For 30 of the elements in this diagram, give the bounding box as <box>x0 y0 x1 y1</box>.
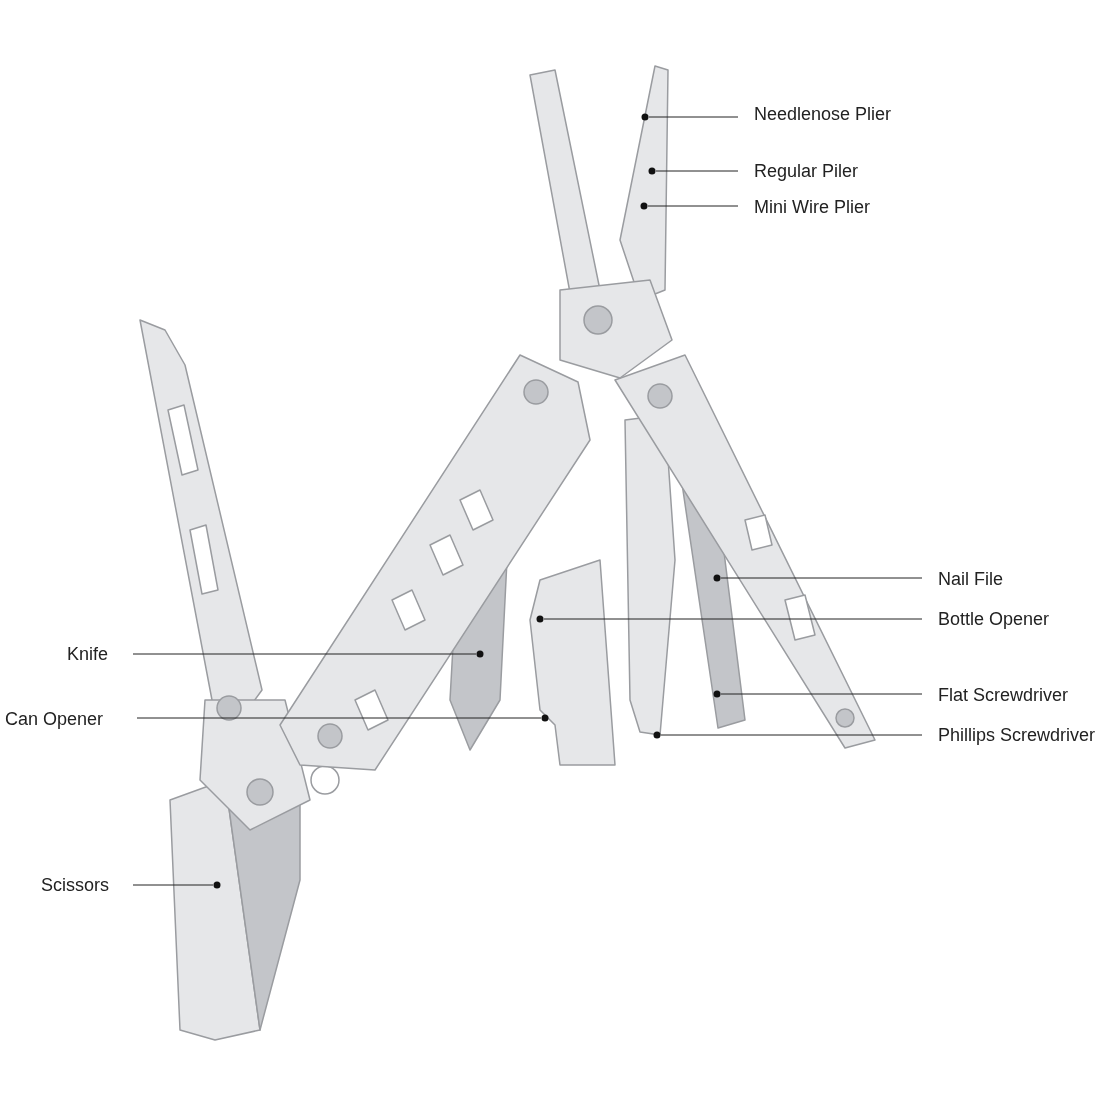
leader-line <box>543 618 923 620</box>
part-label: Flat Screwdriver <box>938 685 1069 707</box>
callout-dot <box>641 113 649 121</box>
callout-dot <box>653 731 661 739</box>
part-label: Bottle Opener <box>938 609 1050 631</box>
leader-line <box>655 170 739 172</box>
callout-dot <box>476 650 484 658</box>
leader-line <box>720 693 923 695</box>
leader-line <box>660 734 923 736</box>
part-label: Needlenose Plier <box>754 104 892 126</box>
leader-line <box>720 577 923 579</box>
part-label: Regular Piler <box>754 161 859 183</box>
part-label: Knife <box>67 644 109 666</box>
callout-dot <box>713 574 721 582</box>
part-label: Nail File <box>938 569 1003 591</box>
callout-dot <box>713 690 721 698</box>
callout-dot <box>648 167 656 175</box>
part-label: Can Opener <box>5 709 104 731</box>
leader-line <box>136 717 542 719</box>
leader-line <box>132 653 477 655</box>
leader-line <box>132 884 214 886</box>
callout-dot <box>640 202 648 210</box>
callout-dot <box>541 714 549 722</box>
part-label: Mini Wire Plier <box>754 197 870 219</box>
leader-line <box>648 116 739 118</box>
part-label: Phillips Screwdriver <box>938 725 1096 747</box>
part-label: Scissors <box>41 875 109 897</box>
callout-dot <box>536 615 544 623</box>
callout-dot <box>213 881 221 889</box>
leader-line <box>647 205 739 207</box>
